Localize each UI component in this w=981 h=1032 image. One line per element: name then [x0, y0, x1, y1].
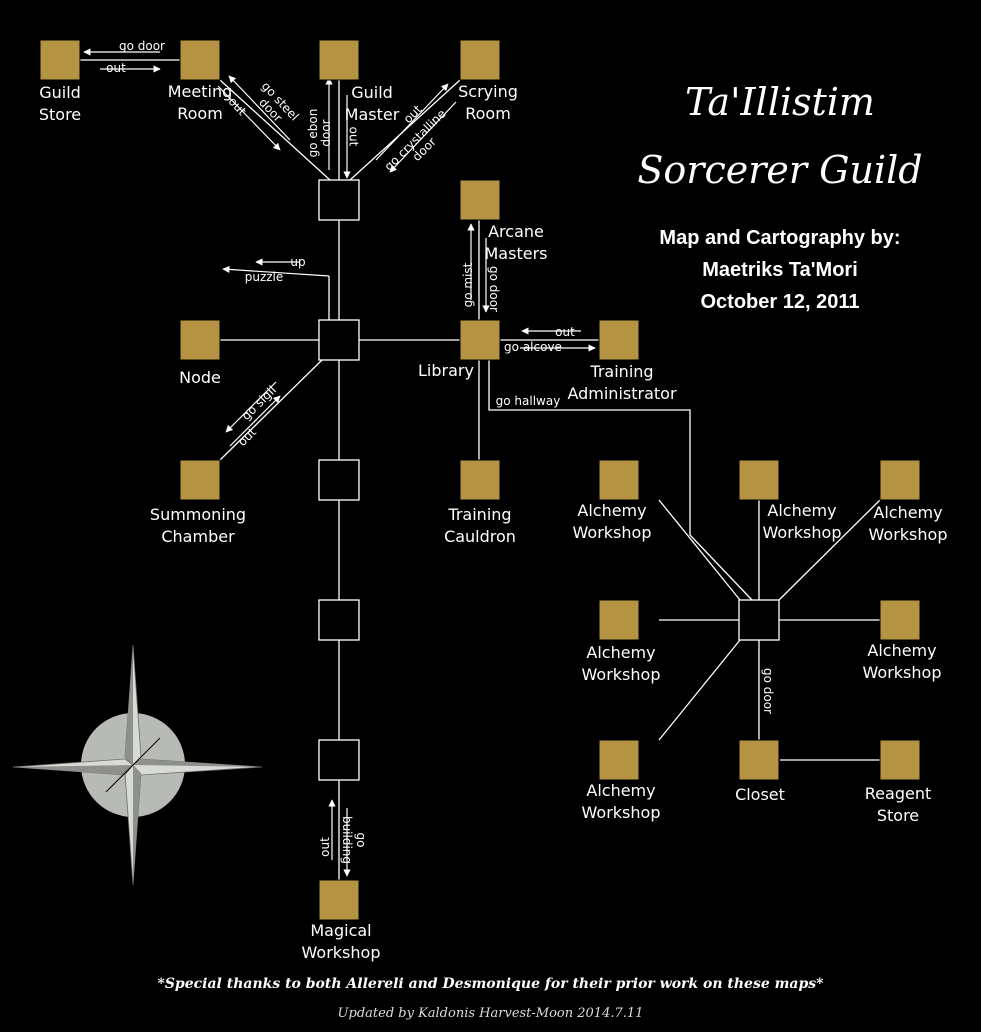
room-training-administrator[interactable]	[598, 319, 640, 361]
room-reagent-store[interactable]	[879, 739, 921, 781]
room-alchemy-workshop-4[interactable]	[598, 599, 640, 641]
label-scrying-room: Scrying Room	[458, 82, 518, 123]
label-alchemy-workshop-4: Alchemy Workshop	[581, 643, 661, 684]
label-training-cauldron: Training Cauldron	[444, 505, 516, 546]
room-guild-store[interactable]	[39, 39, 81, 81]
room-closet[interactable]	[738, 739, 780, 781]
label-alchemy-workshop-3: Alchemy Workshop	[868, 503, 948, 544]
credit-line-2: Maetriks Ta'Mori	[702, 259, 858, 281]
path-label-out-magical: out	[318, 837, 332, 857]
path-label-go-mist: go mist	[461, 262, 475, 308]
path-label-out-master: out	[346, 126, 361, 147]
compass-rose-icon	[12, 644, 263, 886]
label-node: Node	[179, 368, 221, 387]
hallway-nodes	[318, 179, 780, 781]
room-meeting-room[interactable]	[179, 39, 221, 81]
label-guild-master: Guild Master	[344, 83, 400, 124]
hallway-node[interactable]	[318, 459, 360, 501]
room-node[interactable]	[179, 319, 221, 361]
credit-line-3: October 12, 2011	[700, 291, 860, 313]
connection-lines	[80, 59, 881, 880]
label-alchemy-workshop-2: Alchemy Workshop	[762, 501, 842, 542]
footer-updated: Updated by Kaldonis Harvest-Moon 2014.7.…	[337, 1006, 644, 1021]
footer-thanks: *Special thanks to both Allereli and Des…	[157, 976, 824, 992]
room-alchemy-workshop-3[interactable]	[879, 459, 921, 501]
path-label-go-door: go door	[118, 39, 165, 53]
room-library[interactable]	[459, 319, 501, 361]
room-scrying-room[interactable]	[459, 39, 501, 81]
label-reagent-store: Reagent Store	[864, 784, 932, 825]
hallway-node[interactable]	[318, 179, 360, 221]
room-alchemy-workshop-2[interactable]	[738, 459, 780, 501]
label-summoning-chamber: Summoning Chamber	[149, 505, 247, 546]
path-label-out-training: out	[555, 325, 575, 339]
room-training-cauldron[interactable]	[459, 459, 501, 501]
hallway-node[interactable]	[318, 319, 360, 361]
label-alchemy-workshop-6: Alchemy Workshop	[581, 781, 661, 822]
label-library: Library	[418, 361, 474, 380]
label-meeting-room: Meeting Room	[167, 82, 233, 123]
hallway-node[interactable]	[738, 599, 780, 641]
label-training-administrator: Training Administrator	[567, 362, 677, 403]
room-summoning-chamber[interactable]	[179, 459, 221, 501]
map-subtitle: Sorcerer Guild	[637, 148, 923, 192]
path-label-puzzle: puzzle	[244, 270, 284, 284]
hallway-node[interactable]	[318, 739, 360, 781]
room-guild-master[interactable]	[318, 39, 360, 81]
label-alchemy-workshop-1: Alchemy Workshop	[572, 501, 652, 542]
label-closet: Closet	[735, 785, 785, 804]
path-label-go-building: go building	[340, 815, 368, 865]
room-alchemy-workshop-5[interactable]	[879, 599, 921, 641]
path-label-go-ebon-door: go ebon door	[306, 108, 333, 158]
path-label-up: up	[290, 255, 306, 269]
path-label-go-door-closet: go door	[761, 667, 775, 714]
rooms	[39, 39, 921, 921]
room-magical-workshop[interactable]	[318, 879, 360, 921]
label-alchemy-workshop-5: Alchemy Workshop	[862, 641, 942, 682]
credit-line-1: Map and Cartography by:	[659, 227, 901, 249]
path-label-go-alcove: go alcove	[504, 340, 562, 354]
map-title: Ta'Illistim	[685, 80, 875, 124]
hallway-node[interactable]	[318, 599, 360, 641]
path-label-go-door-arcane: go door	[487, 265, 501, 312]
direction-arrows	[83, 48, 596, 877]
label-magical-workshop: Magical Workshop	[301, 921, 381, 962]
room-alchemy-workshop-1[interactable]	[598, 459, 640, 501]
label-guild-store: Guild Store	[38, 83, 82, 124]
label-arcane-masters: Arcane Masters	[484, 222, 548, 263]
path-label-go-hallway: go hallway	[495, 394, 561, 408]
path-label-out: out	[106, 61, 126, 75]
room-arcane-masters[interactable]	[459, 179, 501, 221]
room-alchemy-workshop-6[interactable]	[598, 739, 640, 781]
